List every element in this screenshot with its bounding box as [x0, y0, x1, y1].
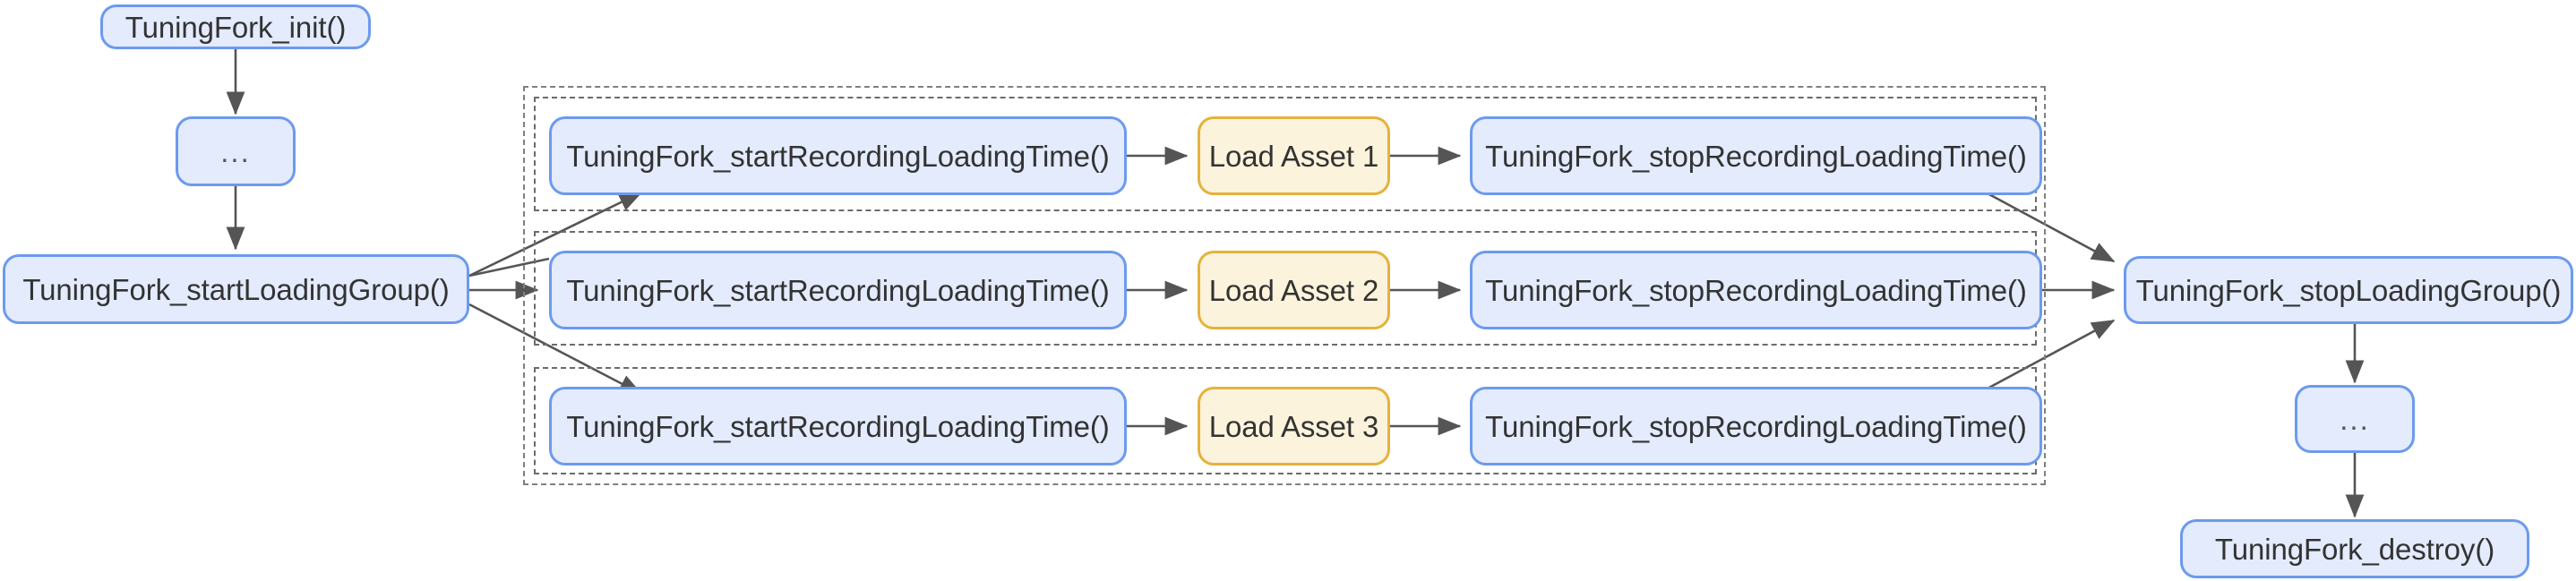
node-row1-start-recording[interactable]: TuningFork_startRecordingLoadingTime()	[549, 116, 1127, 195]
node-row1-stop-recording[interactable]: TuningFork_stopRecordingLoadingTime()	[1470, 116, 2042, 195]
node-row2-load-asset-label: Load Asset 2	[1208, 273, 1379, 307]
node-ellipsis-bottom[interactable]: ...	[2295, 385, 2415, 453]
node-row2-start-recording-label: TuningFork_startRecordingLoadingTime()	[566, 273, 1110, 307]
node-stop-loading-group-label: TuningFork_stopLoadingGroup()	[2135, 273, 2562, 307]
node-row1-stop-recording-label: TuningFork_stopRecordingLoadingTime()	[1485, 139, 2027, 173]
node-row2-start-recording[interactable]: TuningFork_startRecordingLoadingTime()	[549, 251, 1127, 329]
node-tuningfork-init[interactable]: TuningFork_init()	[100, 4, 371, 49]
node-tuningfork-destroy-label: TuningFork_destroy()	[2214, 532, 2495, 566]
node-tuningfork-init-label: TuningFork_init()	[125, 10, 347, 44]
node-tuningfork-destroy[interactable]: TuningFork_destroy()	[2180, 519, 2529, 578]
node-row2-stop-recording[interactable]: TuningFork_stopRecordingLoadingTime()	[1470, 251, 2042, 329]
node-row3-load-asset-label: Load Asset 3	[1208, 409, 1379, 443]
node-row1-start-recording-label: TuningFork_startRecordingLoadingTime()	[566, 139, 1110, 173]
node-row3-stop-recording[interactable]: TuningFork_stopRecordingLoadingTime()	[1470, 387, 2042, 466]
node-start-loading-group-label: TuningFork_startLoadingGroup()	[22, 272, 450, 306]
node-row2-stop-recording-label: TuningFork_stopRecordingLoadingTime()	[1485, 273, 2027, 307]
node-row3-start-recording[interactable]: TuningFork_startRecordingLoadingTime()	[549, 387, 1127, 466]
node-ellipsis-top[interactable]: ...	[176, 116, 296, 186]
node-row3-load-asset[interactable]: Load Asset 3	[1198, 387, 1390, 466]
node-row2-load-asset[interactable]: Load Asset 2	[1198, 251, 1390, 329]
node-row1-load-asset-label: Load Asset 1	[1208, 139, 1379, 173]
node-row3-start-recording-label: TuningFork_startRecordingLoadingTime()	[566, 409, 1110, 443]
node-start-loading-group[interactable]: TuningFork_startLoadingGroup()	[3, 254, 469, 324]
node-ellipsis-bottom-label: ...	[2340, 402, 2370, 436]
node-ellipsis-top-label: ...	[220, 134, 251, 168]
node-stop-loading-group[interactable]: TuningFork_stopLoadingGroup()	[2124, 256, 2573, 324]
node-row3-stop-recording-label: TuningFork_stopRecordingLoadingTime()	[1485, 409, 2027, 443]
node-row1-load-asset[interactable]: Load Asset 1	[1198, 116, 1390, 195]
